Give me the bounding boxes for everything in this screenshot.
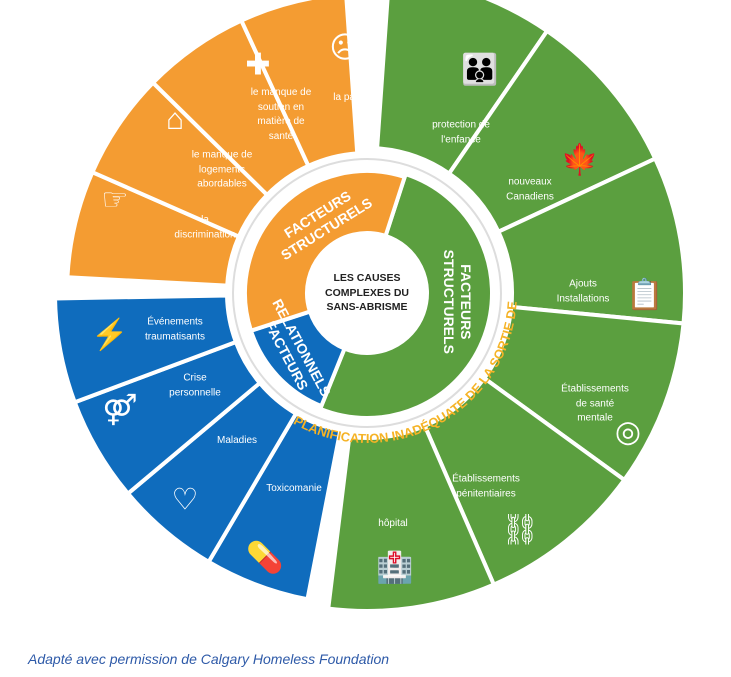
pointing-hand-icon: ☞	[101, 183, 129, 217]
couple-icon: ⚤	[102, 393, 138, 427]
clipboard-icon: 📋	[626, 278, 664, 312]
segment-orange	[238, 0, 360, 169]
segment-blue	[53, 293, 239, 405]
pill-bottle-icon: 💊	[246, 541, 284, 575]
maple-leaf-icon: 🍁	[561, 143, 599, 177]
segment-label-blue: Maladies	[216, 434, 258, 446]
medical-cross-crossed-icon: ✚	[245, 48, 271, 82]
segment-label-blue: Toxicomanie	[266, 482, 322, 494]
head-spiral-icon: ◎	[614, 415, 642, 449]
segment-label-orange: la pauvreté	[333, 91, 383, 103]
family-icon: 👪	[461, 53, 499, 87]
segment-label-green: hôpital	[378, 517, 408, 529]
poverty-person-icon: ☹	[329, 31, 361, 65]
house-crossed-icon: ⌂	[165, 103, 185, 136]
broken-chain-icon: ⛓	[500, 513, 540, 547]
footer-credit: Adapté avec permission de Calgary Homele…	[28, 651, 390, 667]
head-lightning-icon: ⚡	[91, 318, 129, 352]
center-circle	[307, 233, 427, 353]
hospital-icon: 🏥	[376, 551, 414, 585]
heart-pulse-icon: ♡	[171, 483, 199, 517]
segment-green	[326, 423, 497, 613]
